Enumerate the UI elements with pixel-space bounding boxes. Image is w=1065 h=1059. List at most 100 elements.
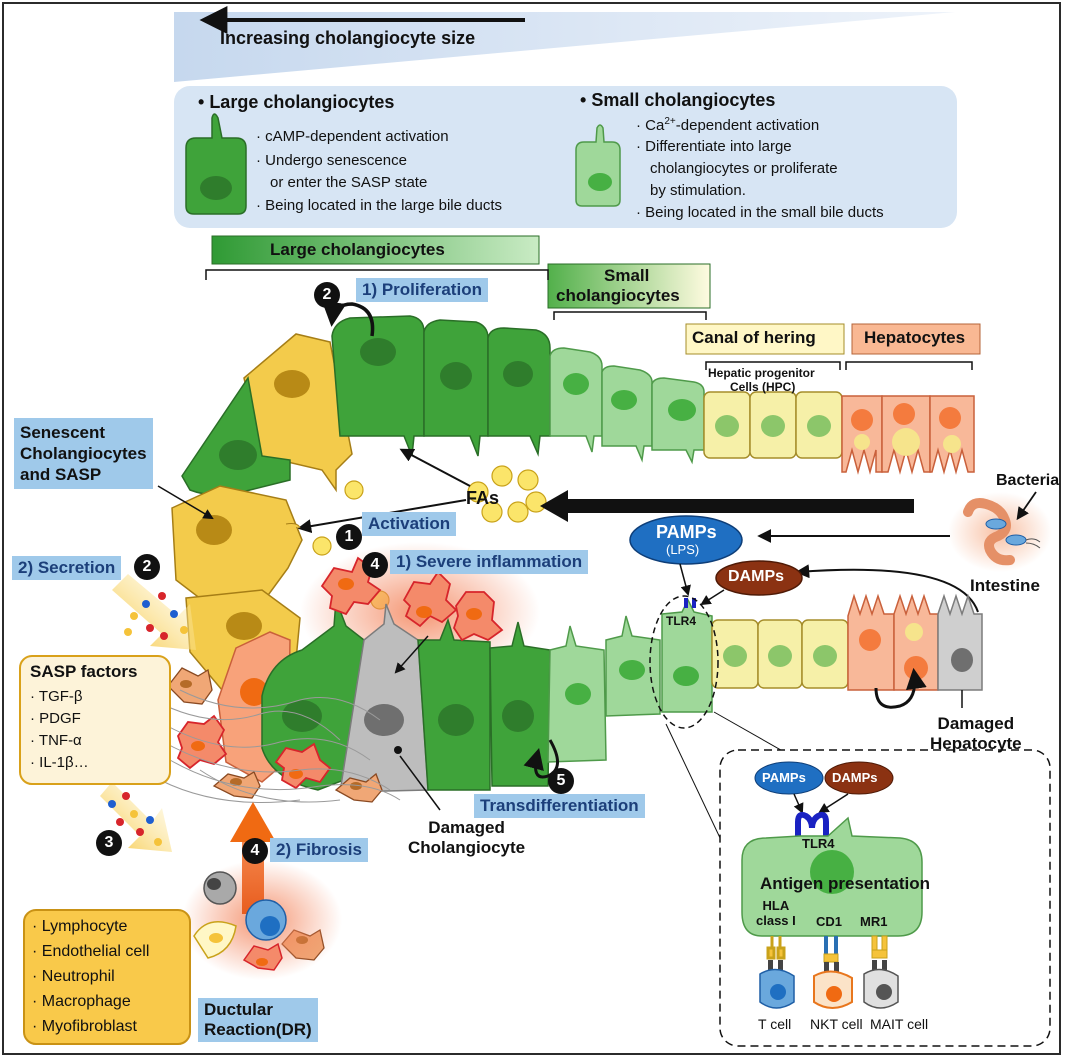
legend-small-item-2: · Differentiate into large — [636, 138, 792, 155]
tlr4-label: TLR4 — [666, 614, 696, 628]
legend-large-item-3: or enter the SASP state — [270, 174, 428, 191]
sasp-factor-1: · TGF-β — [30, 688, 83, 705]
legend-small-title: • Small cholangiocytes — [580, 90, 776, 110]
inset-maitcell — [863, 960, 899, 1009]
hepatocytes-box — [851, 323, 981, 355]
hpc-label-1: Hepatic progenitor — [708, 366, 815, 380]
inset-tcell — [759, 960, 795, 1009]
cell-type-4: · Macrophage — [32, 993, 131, 1010]
cell-type-3: · Neutrophil — [32, 968, 115, 985]
cell-type-1: · Lymphocyte — [32, 918, 128, 935]
legend-small-item-ca: · Ca2+-dependent activation — [636, 116, 820, 134]
pamps-ellipse — [629, 515, 743, 565]
small-cholangiocyte-tlr4 — [661, 598, 713, 713]
small-cholangiocyte — [601, 365, 653, 463]
secretion-label: 2) Secretion — [12, 556, 122, 580]
cell-type-5: · Myofibroblast — [32, 1018, 137, 1035]
inset-damps-label: DAMPs — [832, 770, 878, 785]
legend-small-item-4: by stimulation. — [650, 182, 746, 199]
legend-small-item-5: · Being located in the small bile ducts — [636, 204, 884, 221]
intestine-icon — [963, 498, 1041, 566]
inset-nktcell-label: NKT cell — [810, 1016, 863, 1032]
hpc-label-2: Cells (HPC) — [730, 380, 796, 394]
large-cholangiocytes-label: Large cholangiocytes — [270, 240, 445, 259]
sasp-factor-4: · IL-1β… — [30, 754, 89, 771]
inset-hla — [766, 936, 786, 960]
damps-ellipse — [715, 560, 803, 596]
lps-label: (LPS) — [666, 542, 700, 557]
transdifferentiation-label: Transdifferentiation — [474, 794, 645, 818]
fibrosis-label: 2) Fibrosis — [270, 838, 368, 862]
legend-large-item-1: · cAMP-dependent activation — [256, 128, 449, 145]
inset-mr1 — [871, 935, 888, 959]
inset-tlr4-label: TLR4 — [802, 836, 835, 851]
inset-mr1-label: MR1 — [860, 914, 888, 929]
num-badge-1: 1 — [336, 524, 362, 550]
fas-label: FAs — [466, 488, 500, 508]
small-cholangiocytes-label-1: Small — [604, 266, 650, 285]
canal-of-hering-box — [685, 323, 845, 355]
large-cholangiocytes-bar — [211, 235, 540, 265]
num-badge-4-fibrosis: 4 — [242, 838, 268, 864]
small-cholangiocytes-bar — [547, 263, 711, 309]
inset-tlr4-receptor — [795, 811, 829, 836]
hpc-cells-lower — [711, 619, 849, 689]
sasp-dots — [124, 592, 188, 640]
inset-tcell-label: T cell — [758, 1016, 792, 1032]
inset-antigen-presentation: Antigen presentation — [760, 874, 931, 893]
legend-small-item-3: cholangiocytes or proliferate — [650, 160, 838, 177]
sasp-factors-title: SASP factors — [30, 662, 138, 681]
tlr4-highlight — [649, 595, 719, 729]
cell-type-2: · Endothelial cell — [32, 943, 150, 960]
inset-maitcell-label: MAIT cell — [870, 1016, 929, 1032]
damaged-hepatocyte — [937, 593, 983, 691]
num-badge-3: 3 — [96, 830, 122, 856]
num-badge-2-prolif: 2 — [314, 282, 340, 308]
num-badge-4-inflammation: 4 — [362, 552, 388, 578]
bacteria-label: Bacteria — [996, 472, 1060, 489]
size-gradient-label: Increasing cholangiocyte size — [220, 28, 476, 48]
hepatocytes-upper — [841, 395, 975, 475]
inset-cd1 — [823, 936, 839, 963]
dr-cells — [193, 871, 287, 971]
sasp-factor-2: · PDGF — [30, 710, 81, 727]
large-cholangiocyte — [261, 599, 365, 791]
pamps-label: PAMPs — [656, 522, 717, 542]
intestine-label: Intestine — [970, 576, 1040, 595]
large-cholangiocyte — [331, 315, 425, 457]
small-cholangiocytes-label-2: cholangiocytes — [556, 286, 680, 305]
size-gradient-wedge — [174, 12, 955, 82]
secretion-arrow — [112, 574, 196, 650]
num-badge-2-secretion: 2 — [134, 554, 160, 580]
activation-label: Activation — [362, 512, 457, 536]
severe-inflammation-label: 1) Severe inflammation — [390, 550, 589, 574]
legend-large-title: • Large cholangiocytes — [198, 92, 395, 112]
proliferation-arrow — [321, 301, 375, 337]
small-cholangiocyte — [549, 347, 603, 453]
cell-types-box — [23, 909, 191, 1045]
hepatocytes-label: Hepatocytes — [864, 328, 966, 347]
inset-pamps-label: PAMPs — [762, 770, 806, 785]
legend-large-item-4: · Being located in the large bile ducts — [256, 197, 502, 214]
senescent-cell — [171, 485, 303, 607]
inset-pamps — [754, 761, 824, 795]
inset-damps — [824, 761, 894, 795]
num-badge-5: 5 — [548, 768, 574, 794]
inset-cd1-label: CD1 — [816, 914, 843, 929]
proliferation-label: 1) Proliferation — [356, 278, 488, 302]
canal-of-hering-label: Canal of hering — [692, 328, 816, 347]
legend-box — [174, 86, 957, 228]
damps-label: DAMPs — [728, 568, 785, 585]
hpc-cells-upper — [703, 391, 843, 459]
inset-nktcell — [813, 962, 853, 1009]
fibrosis-fibers — [149, 689, 401, 803]
large-cholangiocyte — [487, 327, 551, 457]
legend-large-item-2: · Undergo senescence — [256, 152, 407, 169]
